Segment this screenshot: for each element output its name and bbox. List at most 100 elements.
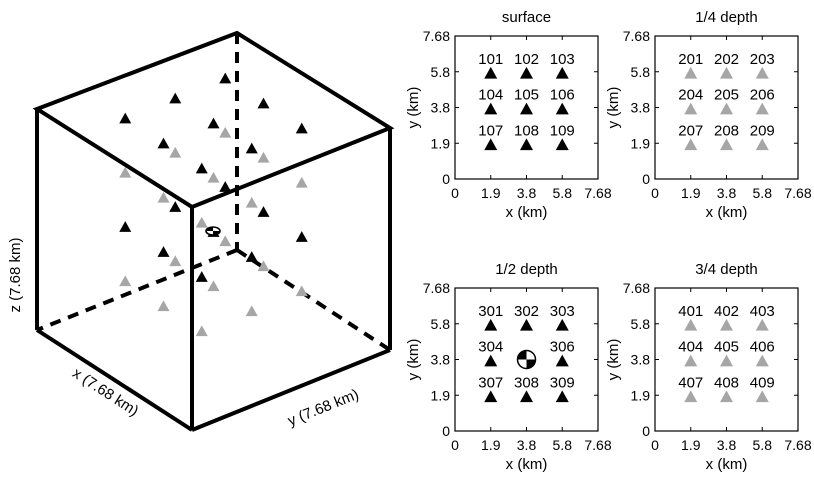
x-tick-label: 7.68 [584,185,611,201]
y-tick-label: 5.8 [431,316,451,332]
cube-station-marker [207,171,220,183]
cube-station-marker [157,300,170,312]
station-marker [555,138,569,151]
station-label: 108 [514,122,539,139]
x-tick-label: 1.9 [481,437,501,453]
cube-station-marker [245,251,258,262]
y-axis-label: y (km) [405,87,422,129]
cube-station-marker [295,176,308,188]
station-label: 304 [478,339,503,356]
y-tick-label: 7.68 [623,28,650,44]
station-marker [720,318,733,331]
cube-station-marker [119,112,132,124]
y-tick-label: 5.8 [631,316,651,332]
panel-title: surface [502,9,551,26]
x-axis-label: x (km) [706,204,748,221]
station-marker [484,354,498,367]
cube-station-marker [169,92,182,104]
y-tick-label: 1.9 [631,387,651,403]
x-tick-label: 3.8 [517,185,537,201]
station-marker [684,66,698,79]
cube-station-marker [195,271,208,282]
x-tick-label: 5.8 [753,185,773,201]
station-label: 109 [550,122,575,139]
station-label: 307 [478,374,503,391]
station-label: 308 [514,374,539,391]
x-axis-label: x (km) [506,204,548,221]
y-axis-label: y (km) [605,87,622,129]
station-marker [684,318,698,331]
x-axis-label: x (km) [706,456,748,472]
station-label: 303 [550,303,575,320]
cube-station-marker [119,221,132,232]
cube-station-marker [245,142,258,154]
station-marker [520,66,533,79]
y-tick-label: 3.8 [631,352,651,368]
y-tick-label: 1.9 [431,387,451,403]
y-tick-label: 7.68 [423,28,450,44]
x-tick-label: 0 [651,185,659,201]
y-tick-label: 0 [642,171,650,187]
cube-station-marker [169,201,182,212]
station-marker [755,138,769,151]
x-tick-label: 0 [651,437,659,453]
station-label: 309 [550,374,575,391]
earthquake-source-small-icon [205,226,221,236]
station-marker [555,102,569,115]
station-marker [720,354,733,367]
beach-ball-icon [516,349,537,370]
station-label: 101 [478,51,503,68]
x-tick-label: 0 [451,185,459,201]
station-marker [484,66,498,79]
station-marker [520,138,533,151]
station-marker [755,66,769,79]
station-marker [684,390,698,403]
y-tick-label: 1.9 [631,135,651,151]
cube-station-marker [295,231,308,242]
y-tick-label: 3.8 [431,352,451,368]
station-marker [555,390,569,403]
cube-edge-bottom-left [35,328,194,432]
station-label: 302 [514,303,539,320]
station-marker [520,102,533,115]
station-label: 203 [750,51,775,68]
cube-station-marker [195,325,208,337]
cube-station-marker [219,72,232,84]
station-label: 105 [514,87,539,104]
station-marker [684,354,698,367]
station-label: 104 [478,87,503,104]
station-label: 205 [714,87,739,104]
station-label: 102 [514,51,539,68]
panel-title: 1/4 depth [695,9,758,26]
cube-station-marker [169,255,182,267]
y-tick-label: 5.8 [431,64,451,80]
cube-source-marker [205,226,221,236]
station-label: 106 [550,87,575,104]
cube-stations [119,72,308,337]
station-marker [755,318,769,331]
station-label: 207 [678,122,703,139]
x-tick-label: 3.8 [717,185,737,201]
station-label: 103 [550,51,575,68]
cube-station-marker [257,151,270,163]
station-marker [755,102,769,115]
cube-station-marker [119,275,132,287]
cube-station-marker [169,146,182,158]
station-marker [520,318,533,331]
station-marker [684,102,698,115]
station-label: 408 [714,374,739,391]
x-tick-label: 7.68 [784,437,811,453]
station-label: 404 [678,339,703,356]
x-tick-label: 5.8 [753,437,773,453]
x-tick-label: 1.9 [681,185,701,201]
y-tick-label: 5.8 [631,64,651,80]
station-marker [720,66,733,79]
station-marker [484,318,498,331]
station-marker [755,354,769,367]
y-tick-label: 0 [642,423,650,439]
y-tick-label: 0 [442,171,450,187]
station-label: 306 [550,339,575,356]
cube-station-marker [245,196,258,208]
